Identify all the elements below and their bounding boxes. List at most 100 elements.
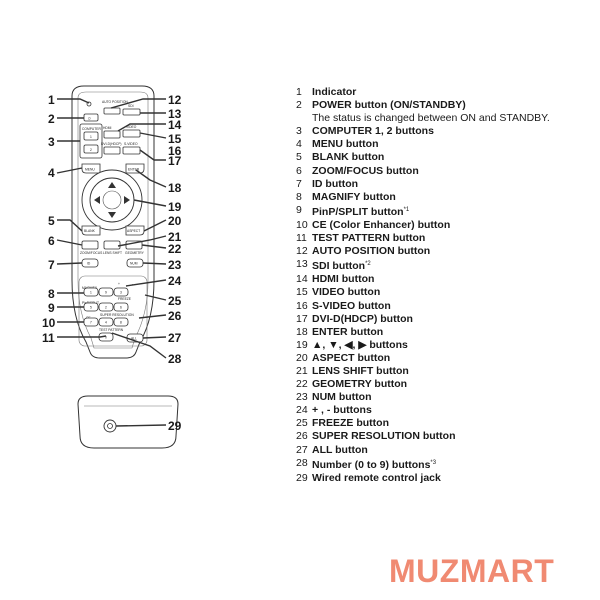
number-key-2[interactable] [98,302,114,312]
sdi-label: SDI [128,104,134,108]
all-label: ALL [131,337,137,341]
callout-19: 19 [168,200,182,214]
remote-control-diagram: AUTO POSITION SDI ⏻ COMPUTER 1 2 HDMI VI… [42,85,182,449]
brand-logo: MUZMART [389,553,555,589]
number-key-label: 7 [90,321,92,325]
legend-item: 23 NUM button [296,391,596,404]
legend-footnote-mark: *3 [430,459,437,466]
legend-text: ▲, ▼, ◀, ▶ buttons [312,338,408,351]
legend-text: CE (Color Enhancer) button [312,218,451,231]
id-label: ID [87,262,91,266]
legend-number: 10 [296,218,308,231]
legend-number: 6 [296,164,302,177]
up-arrow-icon[interactable] [108,182,116,188]
legend-text: PinP/SPLIT button*1 [312,205,410,218]
left-arrow-icon[interactable] [94,196,100,204]
legend-text: ID button [312,177,359,190]
zoom-focus-button[interactable] [81,240,99,250]
callout-1: 1 [48,93,55,107]
menu-label: MENU [85,168,95,172]
number-key-label: 2 [105,306,107,310]
computer-2-label: 2 [90,148,92,152]
number-key-label: 5 [90,306,92,310]
legend-number: 18 [296,325,308,338]
legend-number: 3 [296,125,302,138]
legend-text: FREEZE button [312,417,389,430]
blank-label: BLANK [84,229,96,233]
callout-27: 27 [168,331,182,345]
lens-shift-label: LENS SHIFT [103,251,122,255]
legend-text: Number (0 to 9) buttons*3 [312,458,437,471]
video-label: VIDEO [126,125,137,129]
legend-number: 19 [296,338,308,351]
legend-text: NUM button [312,391,372,404]
legend-number: 14 [296,273,308,286]
number-key-label: 1 [90,291,92,295]
callout-2: 2 [48,112,55,126]
power-button[interactable] [83,113,99,122]
callout-12: 12 [168,93,182,107]
callout-13: 13 [168,107,182,121]
number-key-1[interactable] [83,287,99,297]
callout-16: 16 [168,144,182,158]
right-arrow-icon[interactable] [124,196,130,204]
legend-number: 27 [296,443,308,456]
lens-shift-button[interactable] [103,240,121,250]
callout-24: 24 [168,274,182,288]
legend-text: Indicator [312,86,357,98]
computer-1-button[interactable] [83,131,99,141]
legend-item: 24+ , - buttons [296,404,596,417]
geometry-label: GEOMETRY [125,251,145,255]
minus-label: - [132,282,133,286]
legend-text: ASPECT button [312,351,391,364]
svideo-button[interactable] [122,146,141,155]
number-key-3[interactable] [113,287,129,297]
callout-25: 25 [168,294,182,308]
plus-label: + [118,282,120,286]
menu-button[interactable] [81,163,101,174]
number-key-8[interactable] [113,317,129,327]
callout-5: 5 [48,214,55,228]
number-key-4[interactable] [98,317,114,327]
legend-text: MAGNIFY button [312,190,396,203]
auto-position-label: AUTO POSITION [102,100,128,104]
number-key-6[interactable] [113,302,129,312]
svideo-label: S-VIDEO [124,142,138,146]
legend-number: 23 [296,391,308,404]
numpad-enclosure [78,275,148,347]
callout-8: 8 [48,287,55,301]
freeze-label: FREEZE [118,297,132,301]
legend-text: + , - buttons [312,404,372,417]
legend-item: 19 ▲, ▼, ◀, ▶ buttons [296,339,596,352]
number-key-9[interactable] [98,287,114,297]
legend-number: 21 [296,364,308,377]
computer-2-button[interactable] [83,144,99,154]
video-button[interactable] [122,129,141,138]
aspect-button[interactable] [125,225,145,236]
callout-11: 11 [42,331,55,345]
down-arrow-icon[interactable] [108,212,116,218]
legend-number: 4 [296,138,302,151]
callout-23: 23 [168,258,182,272]
dvi-button[interactable] [103,146,121,155]
hdmi-button[interactable] [103,130,121,139]
legend-text: AUTO POSITION button [312,245,431,258]
legend-text: DVI-D(HDCP) button [312,312,413,325]
sdi-button[interactable] [122,108,141,116]
callout-29: 29 [168,419,182,433]
auto-position-button[interactable] [103,107,121,115]
blank-button[interactable] [81,225,101,236]
power-icon: ⏻ [88,117,91,121]
legend-number: 17 [296,312,308,325]
